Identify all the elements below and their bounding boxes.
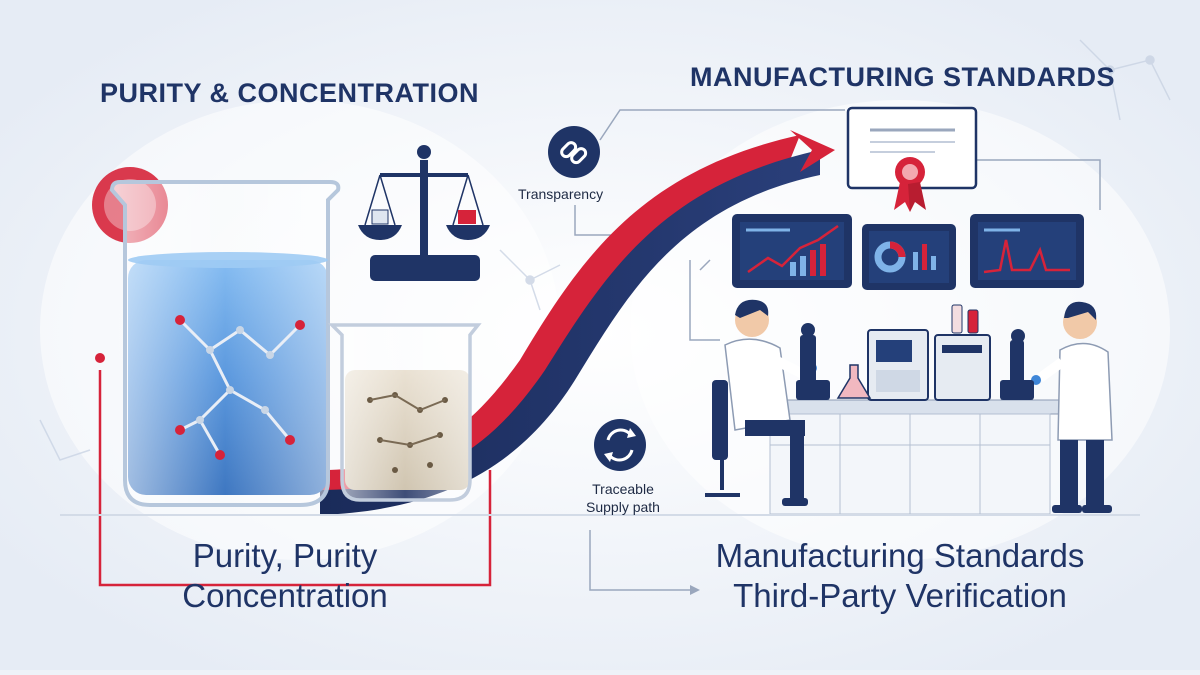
monitor-peaks bbox=[970, 214, 1084, 288]
transparency-label: Transparency bbox=[518, 186, 604, 202]
left-caption-line2: Concentration bbox=[182, 577, 388, 614]
monitor-trend bbox=[732, 214, 852, 288]
left-bracket bbox=[98, 370, 492, 587]
scientist-left bbox=[705, 299, 830, 506]
balance-scale-icon bbox=[358, 145, 490, 281]
certificate-icon bbox=[846, 106, 978, 212]
left-caption: Purity, Purity Concentration bbox=[150, 536, 420, 616]
chain-link-icon bbox=[548, 126, 600, 178]
background-network bbox=[39, 39, 1171, 461]
traceable-label-line1: Traceable bbox=[592, 481, 654, 497]
left-caption-line1: Purity, Purity bbox=[192, 537, 378, 574]
pure-beaker bbox=[109, 180, 341, 507]
ribbon-arrow-head bbox=[790, 130, 835, 172]
cycle-arrows-icon bbox=[594, 419, 646, 471]
impure-beaker bbox=[327, 323, 482, 502]
traceable-label-line2: Supply path bbox=[586, 499, 660, 515]
monitor-donut bbox=[862, 224, 956, 290]
scientist-right bbox=[1000, 301, 1113, 513]
right-caption-line2: Third-Party Verification bbox=[733, 577, 1067, 614]
right-caption: Manufacturing Standards Third-Party Veri… bbox=[680, 536, 1120, 616]
left-section-title: PURITY & CONCENTRATION bbox=[100, 78, 480, 108]
right-caption-line1: Manufacturing Standards bbox=[715, 537, 1085, 574]
connector-lines bbox=[574, 109, 1101, 591]
flow-ribbon bbox=[320, 130, 835, 515]
right-section-title: MANUFACTURING STANDARDS bbox=[690, 62, 1115, 92]
lab-bench bbox=[759, 304, 1061, 515]
traceable-label: Traceable Supply path bbox=[576, 480, 670, 516]
